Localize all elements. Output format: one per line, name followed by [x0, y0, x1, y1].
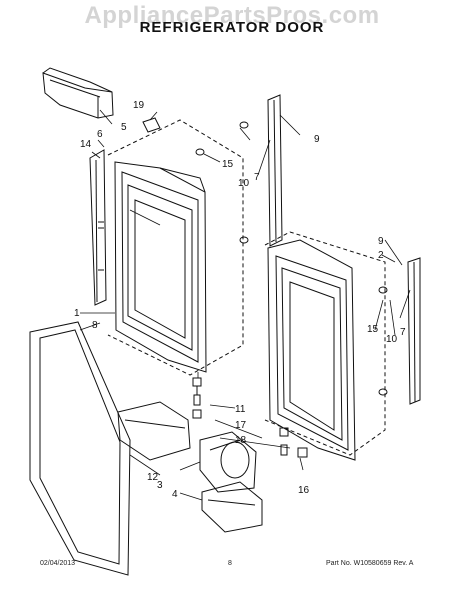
callout-labels: 5 6 14 19 1 8 15 10 7 9 9 2 15 10 7 11 1… [74, 100, 406, 500]
callout-7-right: 7 [400, 327, 406, 338]
upper-hinge-cover-right [407, 257, 421, 405]
callout-12: 12 [147, 472, 159, 483]
footer-part-info: Part No. W10580659 Rev. A [326, 560, 414, 567]
washers-left [195, 121, 249, 244]
upper-door-bin [42, 67, 114, 119]
hinge-strip [89, 149, 107, 306]
callout-14: 14 [80, 139, 92, 150]
diagram-title: REFRIGERATOR DOOR [139, 19, 325, 36]
callout-15-right: 15 [367, 324, 379, 335]
callout-8: 8 [92, 320, 98, 331]
watermark: AppliancePartsPros.com [84, 2, 380, 29]
callout-2: 2 [378, 250, 384, 261]
callout-11: 11 [235, 404, 246, 415]
left-door-outline [107, 119, 244, 376]
callout-15-left: 15 [222, 159, 234, 170]
upper-hinge-cover-left [267, 94, 283, 247]
callout-18: 18 [235, 435, 247, 446]
callout-10-right: 10 [386, 334, 398, 345]
callout-10-left: 10 [238, 178, 250, 189]
callout-1: 1 [74, 308, 80, 319]
lower-door-bin-right [201, 481, 263, 533]
callout-3: 3 [157, 480, 163, 491]
callout-9-right: 9 [378, 236, 384, 247]
callout-9-left: 9 [314, 134, 320, 145]
callout-7-left: 7 [254, 172, 260, 183]
left-door [114, 161, 207, 373]
callout-17: 17 [235, 420, 247, 431]
right-door [267, 239, 356, 461]
right-hinge-hardware [279, 427, 308, 458]
footer-date: 02/04/2013 [40, 560, 76, 567]
callout-16: 16 [298, 485, 310, 496]
left-door-gasket [29, 321, 131, 576]
footer-page-number: 8 [228, 560, 232, 567]
callout-4: 4 [172, 489, 178, 500]
callout-6: 6 [97, 129, 103, 140]
leader-lines [79, 109, 411, 501]
washers-right [378, 286, 388, 396]
right-door-outline [264, 231, 386, 456]
callout-19: 19 [133, 100, 145, 111]
lower-door-bin-left [117, 401, 191, 461]
callout-5: 5 [121, 122, 127, 133]
dispenser-housing [199, 431, 257, 493]
left-hinge-hardware [192, 377, 202, 419]
door-label [142, 117, 161, 133]
